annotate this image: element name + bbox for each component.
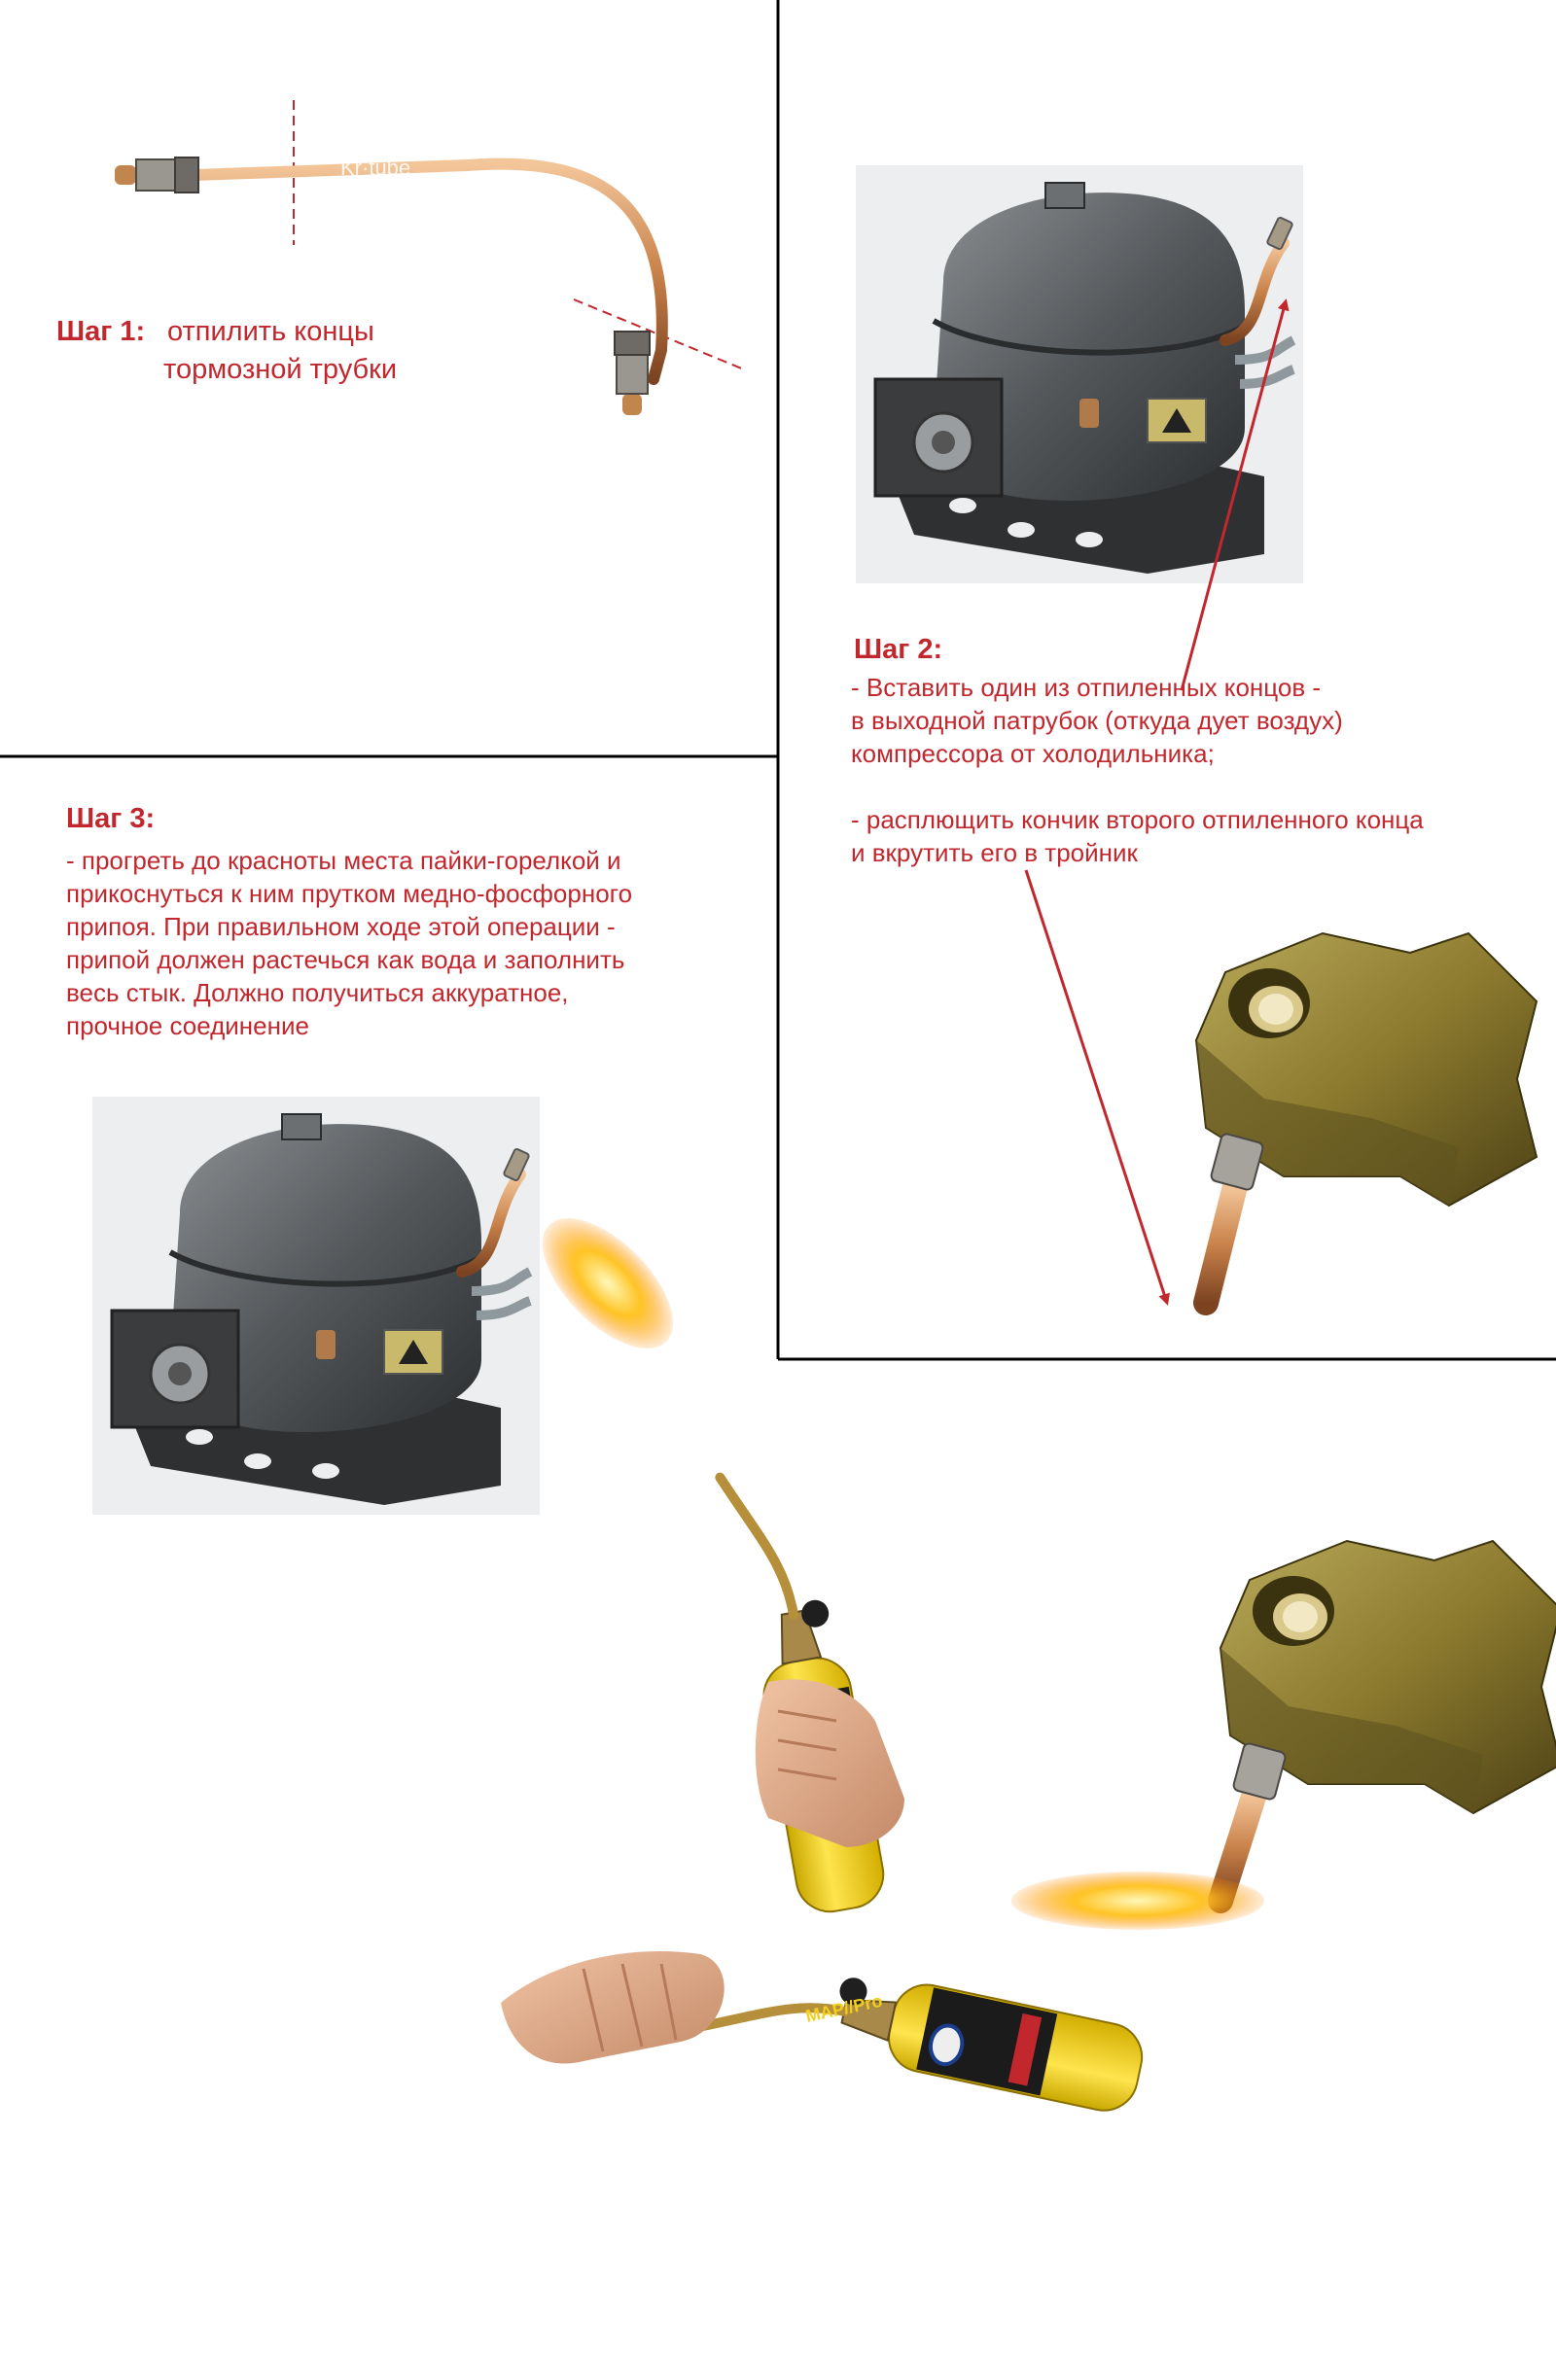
tee-nut-step3 (1232, 1742, 1287, 1801)
arrow-to-compressor-outlet (1180, 298, 1290, 691)
brass-tee-step3 (1208, 1540, 1556, 1913)
brake-tube-illustration: Kr·tube (115, 100, 745, 415)
tube-fitting-right (614, 331, 651, 415)
step1-title: Шаг 1: (56, 316, 146, 347)
step3-text: - прогреть до красноты места пайки-горел… (66, 846, 633, 1040)
hand-upper (755, 1679, 904, 1847)
brass-tee-step2 (1193, 932, 1538, 1315)
tube-fitting-left (115, 157, 199, 193)
flame-on-compressor (542, 1217, 674, 1349)
tee-copper-stub (1193, 1173, 1248, 1315)
compressor-image-step3 (92, 1097, 540, 1515)
flame-on-tee (1011, 1872, 1264, 1930)
arrow-to-tee (1024, 869, 1170, 1306)
compressor-image-step2 (856, 165, 1303, 583)
step1-line2: тормозной трубки (163, 354, 398, 385)
tee-nut (1210, 1133, 1264, 1191)
step2-text: - Вставить один из отпиленных концов - в… (851, 673, 1424, 867)
torch-lower (691, 1939, 1149, 2122)
step3-title: Шаг 3: (66, 803, 156, 834)
copper-tube (189, 158, 668, 385)
step1-line1: отпилить концы (167, 316, 374, 347)
tube-print-text: Kr·tube (340, 156, 410, 180)
panel-borders (0, 0, 1556, 1361)
hand-lower (501, 1951, 725, 2064)
step2-title: Шаг 2: (854, 634, 943, 665)
